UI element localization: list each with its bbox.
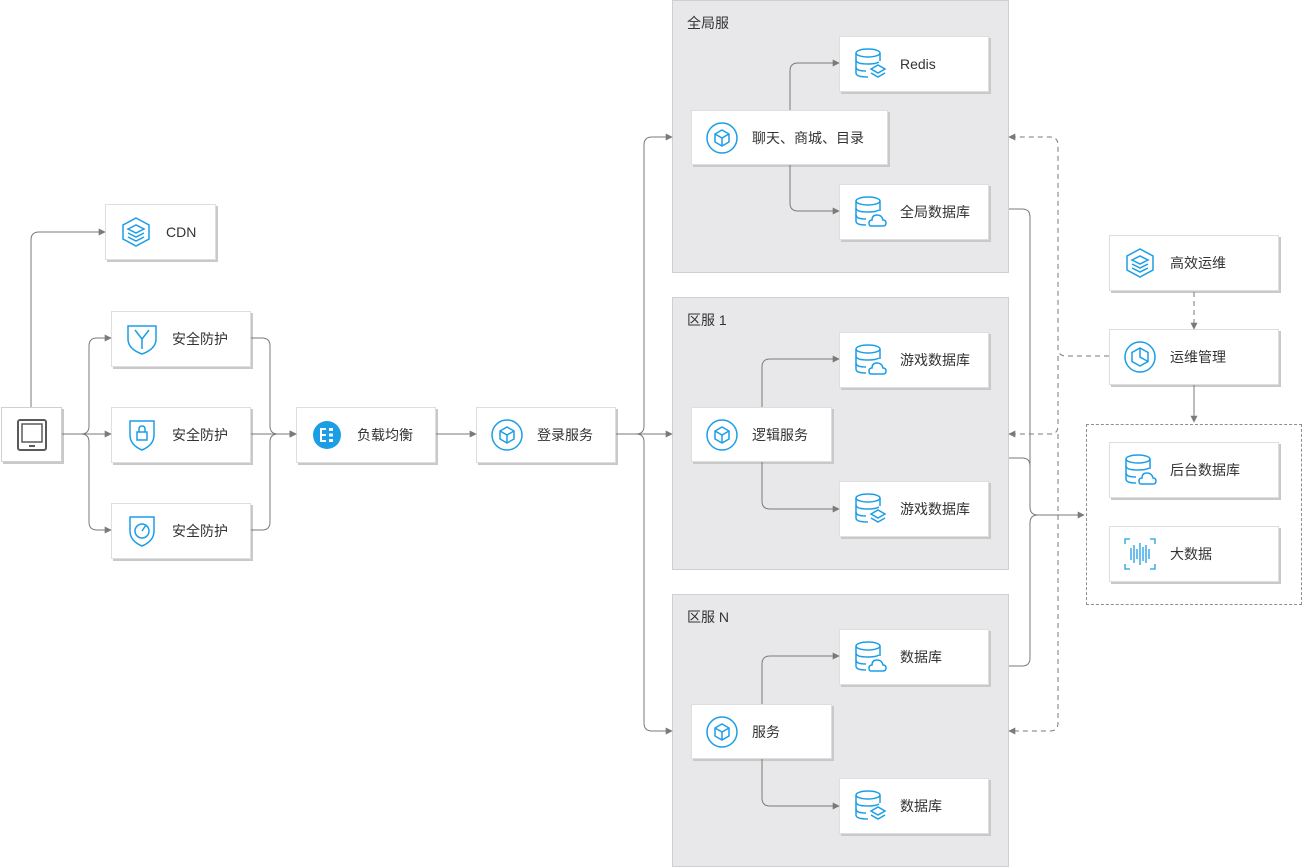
ops-efficient-node[interactable]: 高效运维 xyxy=(1109,235,1279,291)
edge-client-security1 xyxy=(62,334,112,435)
shield-icon xyxy=(124,321,160,357)
layers-icon xyxy=(118,214,154,250)
group-title: 全局服 xyxy=(687,15,729,31)
node-label: Redis xyxy=(900,56,936,72)
security-node-3[interactable]: 安全防护 xyxy=(111,503,251,559)
edge-security3-lb xyxy=(251,430,297,531)
security-node-1[interactable]: 安全防护 xyxy=(111,311,251,367)
tablet-icon xyxy=(16,418,47,451)
edge-ops-global xyxy=(1008,133,1109,357)
node-label: 游戏数据库 xyxy=(900,352,970,368)
edge-client-security3 xyxy=(62,433,112,534)
node-label: 安全防护 xyxy=(172,427,228,443)
edge-ops-zone1 xyxy=(1008,356,1059,438)
edge-ops-zonen xyxy=(1008,434,1059,735)
layers-icon xyxy=(1122,245,1158,281)
db-node-2[interactable]: 数据库 xyxy=(839,778,989,834)
cube-icon xyxy=(704,714,740,750)
node-label: 大数据 xyxy=(1170,546,1212,562)
node-label: 安全防护 xyxy=(172,331,228,347)
node-label: 数据库 xyxy=(900,649,942,665)
backend-dashed-box xyxy=(1086,424,1302,605)
cube-icon xyxy=(704,417,740,453)
game-db-node-2[interactable]: 游戏数据库 xyxy=(839,481,989,537)
global-db-node[interactable]: 全局数据库 xyxy=(839,184,989,240)
node-label: 数据库 xyxy=(900,798,942,814)
cube-icon xyxy=(704,120,740,156)
database-cloud-icon xyxy=(852,639,888,675)
node-label: 负载均衡 xyxy=(357,427,413,443)
node-label: 全局数据库 xyxy=(900,204,970,220)
database-cloud-icon xyxy=(1122,452,1158,488)
cube-icon xyxy=(489,417,525,453)
node-label: 运维管理 xyxy=(1170,349,1226,365)
ops-manage-node[interactable]: 运维管理 xyxy=(1109,329,1279,385)
cdn-node[interactable]: CDN xyxy=(105,204,216,260)
node-label: CDN xyxy=(166,224,197,240)
backend-db-node[interactable]: 后台数据库 xyxy=(1109,442,1279,498)
edge-client-cdn xyxy=(30,228,106,407)
bigdata-node[interactable]: 大数据 xyxy=(1109,526,1279,582)
ops-icon xyxy=(1122,339,1158,375)
node-label: 服务 xyxy=(752,723,780,740)
node-label: 逻辑服务 xyxy=(752,426,808,443)
service-node[interactable]: 服务 xyxy=(691,704,832,759)
security-node-2[interactable]: 安全防护 xyxy=(111,407,251,463)
client-device[interactable] xyxy=(1,407,62,462)
node-label: 登录服务 xyxy=(537,427,593,443)
shield-lock-icon xyxy=(124,417,160,453)
edge-login-chat xyxy=(616,133,673,435)
load-balancer-icon xyxy=(309,417,345,453)
game-db-node-1[interactable]: 游戏数据库 xyxy=(839,332,989,388)
login-service-node[interactable]: 登录服务 xyxy=(476,407,616,463)
node-label: 游戏数据库 xyxy=(900,501,970,517)
logic-service-node[interactable]: 逻辑服务 xyxy=(691,407,832,462)
node-label: 聊天、商城、目录 xyxy=(752,129,864,146)
chat-shop-catalog-node[interactable]: 聊天、商城、目录 xyxy=(691,110,888,165)
db-node-1[interactable]: 数据库 xyxy=(839,629,989,685)
node-label: 高效运维 xyxy=(1170,255,1226,271)
node-label: 安全防护 xyxy=(172,523,228,539)
database-cloud-icon xyxy=(852,194,888,230)
database-layers-icon xyxy=(852,788,888,824)
bigdata-icon xyxy=(1122,536,1158,572)
edge-zonen-backend xyxy=(1009,514,1039,667)
group-title: 区服 N xyxy=(687,609,729,625)
edge-globaldb-backend xyxy=(1009,208,1085,519)
edge-login-service xyxy=(616,433,673,735)
load-balancer-node[interactable]: 负载均衡 xyxy=(296,407,436,463)
database-layers-icon xyxy=(852,46,888,82)
database-cloud-icon xyxy=(852,342,888,378)
node-label: 后台数据库 xyxy=(1170,462,1240,478)
group-title: 区服 1 xyxy=(687,312,727,328)
shield-check-icon xyxy=(124,513,160,549)
database-layers-icon xyxy=(852,491,888,527)
edge-zone1-backend xyxy=(1009,457,1031,507)
redis-node[interactable]: Redis xyxy=(839,36,989,92)
edge-security1-lb xyxy=(251,337,297,438)
